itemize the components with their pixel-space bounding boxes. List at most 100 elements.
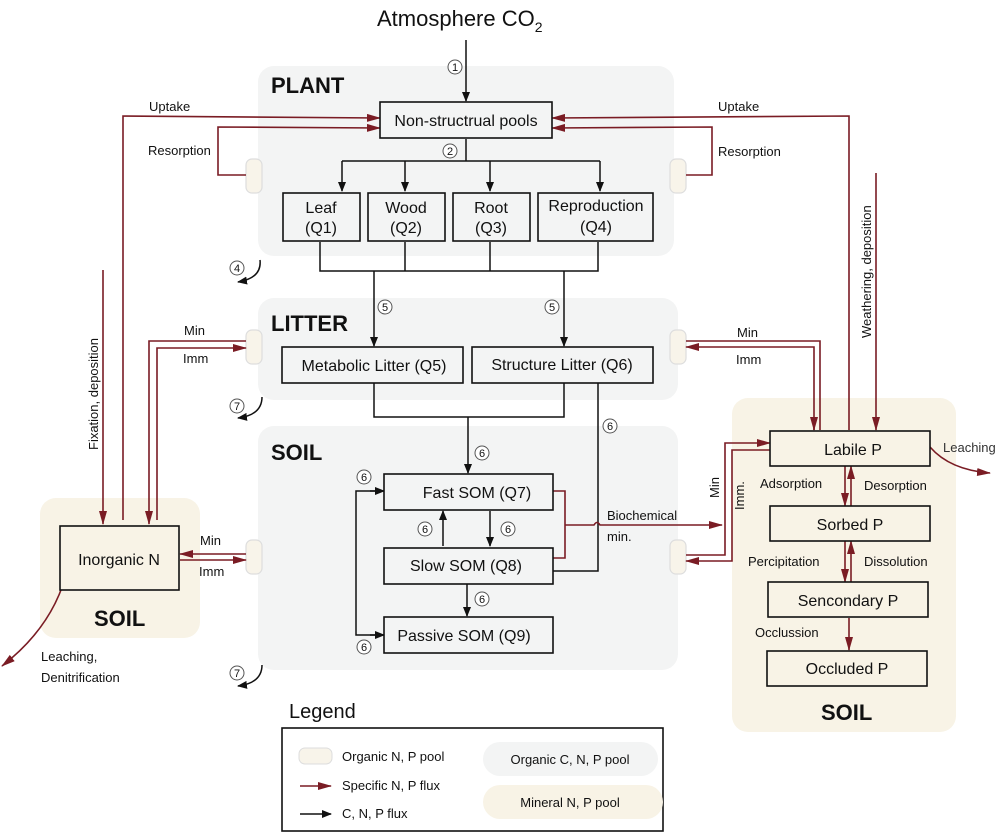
loss-arrow-7-litter bbox=[237, 396, 263, 421]
soil-p-header: SOIL bbox=[821, 700, 872, 725]
plant-header: PLANT bbox=[271, 73, 345, 98]
wood-label: Wood bbox=[385, 200, 427, 217]
svg-text:6: 6 bbox=[479, 594, 485, 606]
leaching-p-label: Leaching bbox=[943, 440, 996, 455]
svg-text:5: 5 bbox=[549, 302, 555, 314]
soil-p-compartment bbox=[732, 398, 956, 732]
flux-leaching-p bbox=[929, 446, 991, 477]
adsorption-label: Adsorption bbox=[760, 476, 822, 491]
leaching-n-label: Leaching, bbox=[41, 649, 97, 664]
flux-uptake-p bbox=[551, 113, 850, 430]
flux-uptake-n bbox=[122, 113, 381, 520]
root-id: (Q3) bbox=[475, 220, 507, 237]
dissolution-label: Dissolution bbox=[864, 554, 928, 569]
legend-organic-cnp-label: Organic C, N, P pool bbox=[511, 752, 630, 767]
wood-id: (Q2) bbox=[390, 220, 422, 237]
process-6-fast-to-slow: 6 bbox=[500, 521, 516, 537]
leaf-label: Leaf bbox=[305, 200, 337, 217]
inorganic-n-box bbox=[59, 525, 180, 591]
process-6-slow-to-passive: 6 bbox=[474, 591, 490, 607]
occluded-p-label: Occluded P bbox=[806, 661, 889, 678]
process-5-right: 5 bbox=[544, 299, 560, 315]
imm-soil-left-label: Imm bbox=[199, 564, 224, 579]
process-2: 2 bbox=[442, 143, 458, 159]
passive-som-label: Passive SOM (Q9) bbox=[397, 628, 530, 645]
svg-text:6: 6 bbox=[361, 642, 367, 654]
legend-organic-cnp-swatch bbox=[483, 742, 658, 776]
precipitation-label: Percipitation bbox=[748, 554, 820, 569]
loss-arrow-7-soil bbox=[237, 664, 263, 689]
organic-np-pool-litter-left bbox=[245, 329, 263, 365]
occluded-p-box bbox=[766, 650, 928, 687]
process-6-slow-to-fast: 6 bbox=[417, 521, 433, 537]
desorption-label: Desorption bbox=[864, 478, 927, 493]
svg-text:6: 6 bbox=[505, 524, 511, 536]
labile-p-box bbox=[769, 430, 931, 467]
imm-litter-left-label: Imm bbox=[183, 351, 208, 366]
svg-text:6: 6 bbox=[607, 421, 613, 433]
svg-text:6: 6 bbox=[422, 524, 428, 536]
litter-header: LITTER bbox=[271, 311, 348, 336]
nonstructural-pool-box bbox=[379, 101, 553, 139]
process-6-fast-loop: 6 bbox=[356, 469, 372, 485]
fixation-label: Fixation, deposition bbox=[86, 338, 101, 450]
legend-specific-flux-label: Specific N, P flux bbox=[342, 778, 441, 793]
fast-som-label: Fast SOM (Q7) bbox=[423, 485, 531, 502]
metabolic-litter-label: Metabolic Litter (Q5) bbox=[302, 358, 447, 375]
svg-text:7: 7 bbox=[234, 668, 240, 680]
svg-text:4: 4 bbox=[234, 263, 240, 275]
resorption-left-label: Resorption bbox=[148, 143, 211, 158]
imm-litter-right-label: Imm bbox=[736, 352, 761, 367]
secondary-p-label: Sencondary P bbox=[798, 593, 899, 610]
legend-mineral-label: Mineral N, P pool bbox=[520, 795, 620, 810]
biochemical-min-label: min. bbox=[607, 529, 632, 544]
flux-resorption-left bbox=[217, 123, 381, 176]
min-litter-left-label: Min bbox=[184, 323, 205, 338]
reproduction-id: (Q4) bbox=[580, 219, 612, 236]
resorption-right-label: Resorption bbox=[718, 144, 781, 159]
organic-np-pool-plant-right bbox=[669, 158, 687, 194]
process-7-litter: 7 bbox=[229, 398, 245, 414]
process-7-soil: 7 bbox=[229, 665, 245, 681]
flux-litter-min-left bbox=[145, 340, 246, 525]
process-4: 4 bbox=[229, 260, 245, 276]
flux-litter-merge bbox=[373, 383, 565, 418]
root-label: Root bbox=[474, 200, 508, 217]
labile-p-label: Labile P bbox=[824, 442, 882, 459]
denitrification-label: Denitrification bbox=[41, 670, 120, 685]
flux-litter-imm-right bbox=[685, 343, 815, 430]
reproduction-label: Reproduction bbox=[548, 198, 643, 215]
uptake-left-label: Uptake bbox=[149, 99, 190, 114]
process-5-left: 5 bbox=[377, 299, 393, 315]
organic-np-pool-soil-right bbox=[669, 539, 687, 575]
legend-title: Legend bbox=[289, 701, 356, 723]
slow-som-label: Slow SOM (Q8) bbox=[410, 558, 522, 575]
weathering-label: Weathering, deposition bbox=[859, 205, 874, 338]
svg-text:5: 5 bbox=[382, 302, 388, 314]
passive-som-box bbox=[383, 616, 554, 654]
imm-soil-right-label: Imm. bbox=[732, 481, 747, 510]
nonstructural-label: Non-structrual pools bbox=[394, 113, 537, 130]
svg-text:1: 1 bbox=[452, 62, 458, 74]
metabolic-litter-box bbox=[281, 346, 464, 384]
uptake-right-label: Uptake bbox=[718, 99, 759, 114]
flux-litter-min-right bbox=[686, 340, 821, 430]
process-1: 1 bbox=[447, 59, 463, 75]
inorganic-n-label: Inorganic N bbox=[78, 552, 160, 569]
min-litter-right-label: Min bbox=[737, 325, 758, 340]
secondary-p-box bbox=[767, 581, 929, 618]
sorbed-p-label: Sorbed P bbox=[817, 517, 884, 534]
svg-text:6: 6 bbox=[361, 472, 367, 484]
reproduction-pool-box bbox=[537, 192, 654, 242]
flux-biochemical-min bbox=[565, 521, 723, 529]
fast-som-box bbox=[383, 473, 554, 511]
legend-organic-np-swatch bbox=[298, 747, 333, 765]
organic-np-pool-soil-left bbox=[245, 539, 263, 575]
slow-som-box bbox=[383, 547, 554, 585]
legend-mineral-swatch bbox=[483, 785, 663, 819]
organic-np-pool-plant-left bbox=[245, 158, 263, 194]
svg-text:7: 7 bbox=[234, 401, 240, 413]
min-soil-right-label: Min bbox=[707, 477, 722, 498]
process-6-structure: 6 bbox=[602, 418, 618, 434]
